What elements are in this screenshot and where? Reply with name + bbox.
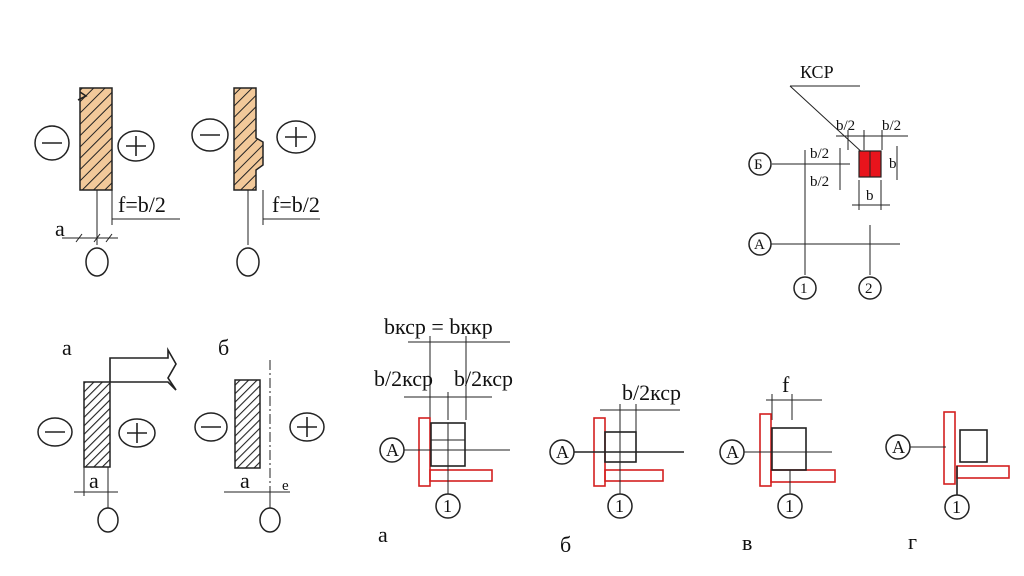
wall-3 <box>83 381 111 468</box>
dim-bottom-b: b <box>866 188 874 204</box>
seq-g-column-placement: А 1 г <box>885 411 1010 554</box>
seq-a-dim-half-left: b/2ксp <box>374 366 433 391</box>
seq-v-caption: в <box>742 530 752 555</box>
fig2-wall-alignment: f=b/2 <box>191 87 320 277</box>
svg-text:А: А <box>386 440 399 460</box>
seq-v-red-beam <box>770 469 836 483</box>
svg-text:А: А <box>556 442 569 462</box>
svg-text:Б: Б <box>754 157 763 173</box>
seq-g-caption: г <box>908 529 917 554</box>
seq-v-column-placement: f А 1 в <box>719 372 836 555</box>
dim-top-right: b/2 <box>882 118 901 134</box>
svg-text:2: 2 <box>865 281 873 297</box>
seq-g-red-col <box>943 411 956 485</box>
dim-left-bottom: b/2 <box>810 174 829 190</box>
wall-2 <box>233 87 264 191</box>
seq-b-column-placement: b/2кср А 1 б <box>549 380 684 557</box>
axis-1-marker <box>793 276 817 300</box>
axis-2-marker <box>858 276 882 300</box>
seq-g-red-beam <box>956 465 1010 479</box>
seq-b-axis-A <box>549 439 575 465</box>
break-mark-1 <box>77 91 88 101</box>
fig4-wall-offset: б а е <box>194 335 325 533</box>
seq-a-caption: а <box>378 522 388 547</box>
fig3-caption: а <box>62 335 72 360</box>
dim-a-label-1: а <box>55 216 65 241</box>
seq-b-caption: б <box>560 532 571 557</box>
seq-a-column-placement: bксp = bккр b/2ксp b/2ксp А 1 а <box>374 314 513 547</box>
fig3-wall-with-slab: а а <box>37 335 177 533</box>
wall-1 <box>79 87 113 191</box>
dim-left-top: b/2 <box>810 146 829 162</box>
fig1-wall-alignment: f=b/2 а <box>34 87 180 277</box>
seq-v-axis-1 <box>777 493 803 519</box>
dim-f-label-2: f=b/2 <box>272 192 320 217</box>
dim-top-left: b/2 <box>836 118 855 134</box>
ksr-leader-line <box>789 85 866 156</box>
seq-b-dim-top: b/2кср <box>622 380 681 405</box>
axis-A-marker <box>748 232 772 256</box>
seq-a-dim-top: bксp = bккр <box>384 314 493 339</box>
svg-text:А: А <box>726 442 739 462</box>
svg-text:1: 1 <box>800 281 808 297</box>
seq-a-axis-1 <box>435 493 461 519</box>
axis-marker-4 <box>259 507 281 533</box>
wall-4 <box>234 379 261 469</box>
svg-text:1: 1 <box>443 496 452 516</box>
seq-g-column <box>959 429 988 463</box>
seq-b-axis-1 <box>607 493 633 519</box>
dim-e-label-4: е <box>282 478 289 494</box>
ksr-leader-label: КСР <box>800 62 834 82</box>
seq-a-dim-half-right: b/2ксp <box>454 366 513 391</box>
axis-marker-3 <box>97 507 119 533</box>
seq-v-axis-A <box>719 439 745 465</box>
svg-text:А: А <box>892 437 905 457</box>
svg-text:1: 1 <box>615 496 624 516</box>
seq-g-axis-A <box>885 434 911 460</box>
seq-a-red-col <box>418 417 431 487</box>
seq-v-column <box>771 427 807 471</box>
svg-text:1: 1 <box>952 497 961 517</box>
seq-a-red-beam <box>429 469 493 482</box>
plan-column-layout: КСР b/2 b/2 b/2 b/2 b b Б А 1 2 <box>748 62 908 300</box>
axis-marker-2 <box>236 247 260 277</box>
seq-a-axis-A <box>379 437 405 463</box>
seq-g-axis-1 <box>944 494 970 520</box>
dim-f-label-1: f=b/2 <box>118 192 166 217</box>
fig4-caption: б <box>218 335 229 360</box>
svg-text:А: А <box>754 237 765 253</box>
seq-v-dim-f: f <box>782 372 790 397</box>
svg-text:1: 1 <box>785 496 794 516</box>
seq-b-red-beam <box>604 469 664 482</box>
dim-a-label-4: а <box>240 468 250 493</box>
dim-a-label-3: а <box>89 468 99 493</box>
axis-B-marker <box>748 152 772 176</box>
seq-v-red-col <box>759 413 772 487</box>
dim-side-b: b <box>889 156 897 172</box>
axis-marker-1 <box>85 247 109 277</box>
slab-outline <box>109 346 177 391</box>
